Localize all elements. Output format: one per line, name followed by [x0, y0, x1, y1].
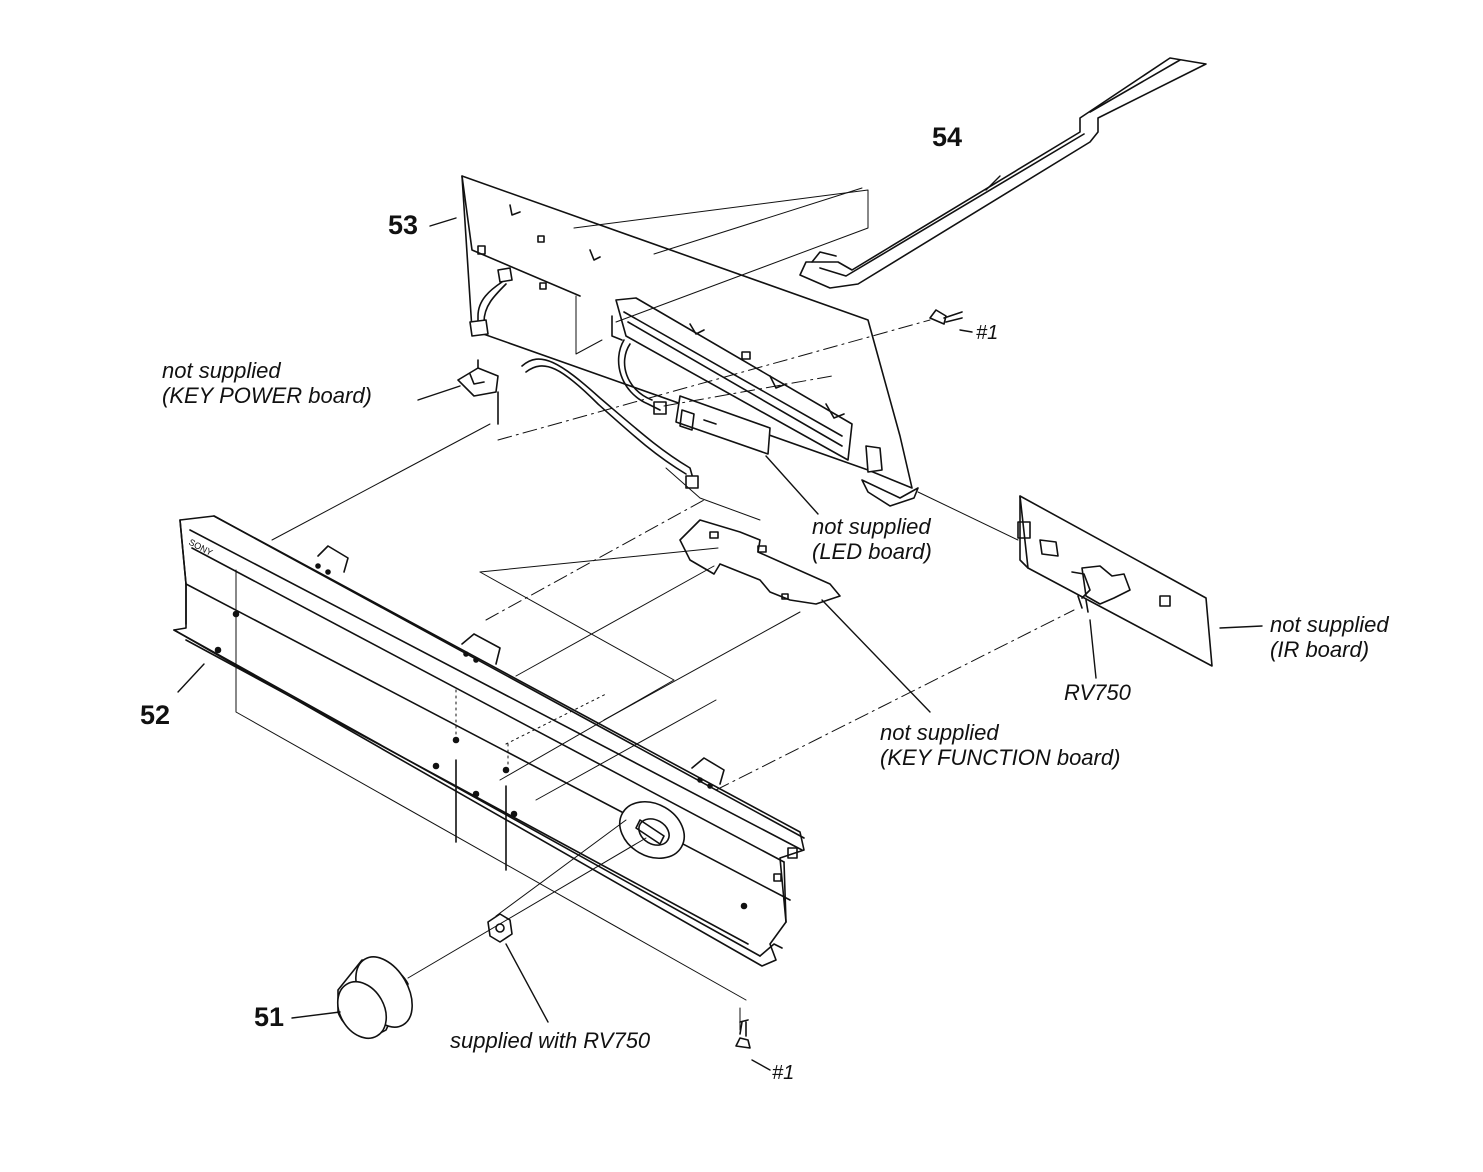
- led-board-bracket: [461, 175, 919, 507]
- screw-icon: [735, 1019, 751, 1049]
- note-key-power-line1: not supplied: [162, 358, 281, 383]
- leader-lines: [177, 175, 1263, 1071]
- part-label-51: 51: [254, 1002, 285, 1032]
- note-key-function-line1: not supplied: [880, 720, 999, 745]
- ir-board: [1017, 495, 1213, 667]
- flat-cable-icon: [799, 57, 1207, 289]
- key-function-board: [679, 519, 841, 605]
- ribbon-wire: [521, 358, 695, 483]
- note-key-power-board: not supplied (KEY POWER board): [162, 358, 372, 409]
- part-label-54: 54: [932, 122, 963, 152]
- dotted-lines: [235, 579, 607, 771]
- note-ir-board: not supplied (IR board): [1270, 612, 1389, 663]
- label-rv750: RV750: [1064, 680, 1131, 705]
- note-key-function-line2: (KEY FUNCTION board): [880, 745, 1121, 771]
- note-key-power-line2: (KEY POWER board): [162, 383, 372, 409]
- knob-icon: [336, 956, 413, 1040]
- front-panel: SONY: [173, 515, 805, 967]
- part-label-53: 53: [388, 210, 419, 240]
- part-label-52: 52: [140, 700, 171, 730]
- note-led-board: not supplied (LED board): [812, 514, 932, 565]
- screw-icon: [929, 309, 963, 325]
- note-led-line2: (LED board): [812, 539, 932, 565]
- circuit-board-icon: [675, 395, 771, 455]
- note-ir-line1: not supplied: [1270, 612, 1389, 637]
- note-nut-supplied: supplied with RV750: [450, 1028, 651, 1053]
- nut-icon: [487, 913, 513, 943]
- note-ir-line2: (IR board): [1270, 637, 1370, 663]
- screw-ref-top: #1: [976, 322, 999, 344]
- note-led-line1: not supplied: [812, 514, 931, 539]
- axis-lines: [485, 319, 1075, 791]
- screw-ref-bottom: #1: [772, 1062, 795, 1084]
- key-power-board: [457, 359, 499, 425]
- note-key-function-board: not supplied (KEY FUNCTION board): [880, 720, 1120, 771]
